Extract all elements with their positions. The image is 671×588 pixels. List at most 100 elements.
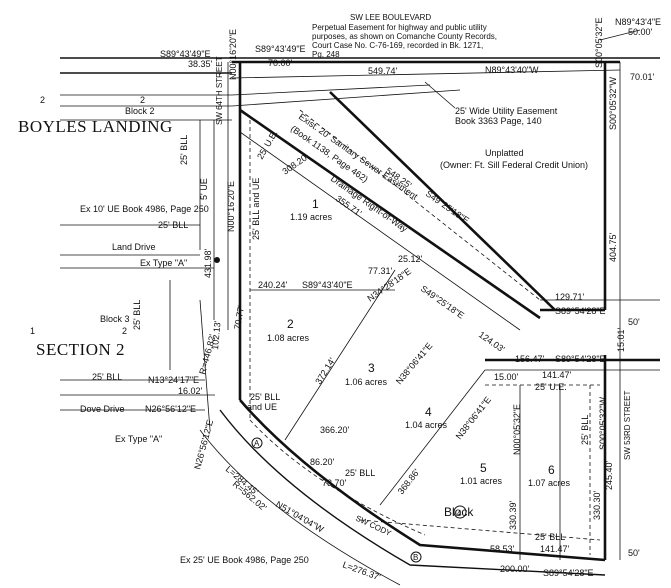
street-east: SW 53RD STREET [623, 391, 632, 460]
dist-1602: 16.02' [178, 386, 203, 396]
drainage-row-south [239, 131, 521, 331]
point-b-marker [410, 551, 422, 563]
dist-8620: 86.20' [310, 457, 335, 467]
ue-book-bottom: Ex 25' UE Book 4986, Page 250 [180, 555, 309, 565]
ue-book-4986: Ex 10' UE Book 4986, Page 250 [80, 204, 209, 214]
dist-36620: 366.20' [320, 425, 350, 435]
ue-25: 25' U.E. [255, 129, 280, 161]
corner-ne-bearing: N89°43'4"E [615, 17, 661, 27]
bearing-s00-0532-top: S00°05'32"E [594, 17, 604, 68]
point-a-label: A [254, 439, 260, 448]
bearing-n00-0532: N00°05'32"E [512, 404, 522, 455]
lot4-number: 4 [425, 405, 432, 419]
block4-number: 4 [457, 509, 462, 518]
ex-type-a-bottom: Ex Type "A" [115, 434, 162, 444]
bll-and-ue-vertical: 25' BLL and UE [251, 178, 261, 240]
dist-33039: 330.39' [508, 500, 518, 530]
land-drive: Land Drive [112, 242, 156, 252]
lot6-number: 6 [548, 463, 555, 477]
lot4-acres: 1.04 acres [405, 420, 448, 430]
bll-25-vertical: 25' BLL [179, 135, 189, 165]
dist-7370: 73.70' [322, 478, 347, 488]
lot1-acres: 1.19 acres [290, 212, 333, 222]
bearing-s89-5428-right: S89°54'28"E [555, 306, 606, 316]
dist-7000: 70.00' [268, 58, 293, 68]
bearing-s00-0532-w: S00°05'32"W [598, 396, 608, 450]
bearing-n26-5612: N26°56'12"E [145, 404, 196, 414]
point-a-marker [251, 437, 263, 449]
bearing-s89-5428b: S89°54'28"E [555, 354, 606, 364]
corner-ne-dist: 50.00' [628, 27, 653, 37]
dist-37214: 372.14' [313, 356, 337, 386]
street-top: SW LEE BOULEVARD [350, 13, 431, 22]
lot3-number: 3 [368, 361, 375, 375]
ue-25b: 25' U.E. [535, 382, 567, 392]
dist-7731: 77.31' [368, 266, 393, 276]
block3-num-b: 2 [122, 326, 127, 336]
bll-ue-and: and UE [247, 402, 277, 412]
bearing-n89-4340: N89°43'40"W [485, 65, 539, 75]
sanitary-easement: Exist. 20' Sanitary Sewer Easement [297, 111, 420, 201]
south-boundary-curve [239, 399, 606, 562]
drainage-row-north [239, 108, 541, 320]
lot5-acres: 1.01 acres [460, 476, 503, 486]
dist-54974: 549.74' [368, 66, 398, 76]
bll-25-block3: 25' BLL [132, 300, 142, 330]
lot6-acres: 1.07 acres [528, 478, 571, 488]
bearing-s89-5428-bottom: S89°54'28"E [543, 568, 594, 578]
dist-14147a: 141.47' [542, 370, 572, 380]
dist-24540: 245.40' [604, 460, 614, 490]
bll-south-lots [359, 519, 601, 541]
dove-drive: Dove Drive [80, 404, 125, 414]
bearing-s89-4349: S89°43'49"E [160, 49, 211, 59]
boyles-landing: BOYLES LANDING [18, 117, 173, 136]
bll-25-w: 25' BLL [158, 220, 188, 230]
bearing-s00-0532-right: S00°05'32"W [608, 76, 618, 130]
dist-10213: 102.13' [210, 320, 223, 350]
bearing-s49-2518: S49°25'18"E [424, 188, 471, 225]
lot1-number: 1 [312, 197, 319, 211]
bearing-n00-1620b: N00°16'20"E [226, 181, 236, 232]
bearing-s89-4349b: S89°43'49"E [255, 44, 306, 54]
utility-line-mid [231, 84, 431, 96]
lot2-acres: 1.08 acres [267, 333, 310, 343]
lot3-acres: 1.06 acres [345, 377, 388, 387]
bll-25-section2: 25' BLL [92, 372, 122, 382]
bll-curve [249, 419, 426, 536]
owner: (Owner: Ft. Sill Federal Credit Union) [440, 160, 588, 170]
bll-25-bottom: 25' BLL [535, 532, 565, 542]
dist-15647: 156.47' [515, 354, 545, 364]
street-top-note: Perpetual Easement for highway and publi… [312, 23, 487, 32]
block2-num-a: 2 [40, 95, 45, 105]
dist-50-right: 50' [628, 317, 640, 327]
dist-7077: 70.77' [232, 304, 246, 330]
block3-curve [199, 299, 211, 431]
dist-40475: 404.75' [608, 232, 618, 262]
bearing-n00-1620: N00°16'20"E [228, 29, 238, 80]
block2-num-b: 2 [140, 95, 145, 105]
point-b-label: B [413, 553, 418, 562]
dist-15001: 15.01' [616, 327, 626, 352]
unplatted: Unplatted [485, 148, 524, 158]
block3-label: Block 3 [100, 314, 130, 324]
sewer-easement-edge [329, 91, 556, 311]
bll-ue-25: 25' BLL [250, 392, 280, 402]
dist-3835: 38.35' [188, 59, 213, 69]
leader-easement [424, 81, 456, 109]
utility-book: Book 3363 Page, 140 [455, 116, 542, 126]
lot-line-2-3 [284, 269, 396, 441]
dist-43198: 431.98' [203, 248, 213, 278]
dist-14147b: 141.47' [540, 544, 570, 554]
bearing-n38-0641a: N38°06'41"E [394, 341, 434, 387]
dist-20000: 200.00' [500, 564, 530, 574]
monument-marker [214, 257, 220, 263]
bearing-s49-2518b: S49°25'18"E [419, 283, 466, 320]
bearing-n13-2417: N13°24'17"E [148, 375, 199, 385]
dist-24024: 240.24' [258, 280, 288, 290]
block3-num-a: 1 [30, 326, 35, 336]
utility-line-upper [231, 69, 621, 79]
street-top-note-2: purposes, as shown on Comanche County Re… [312, 32, 497, 41]
dist-2512: 25.12' [398, 254, 423, 264]
curve-l-27637: L=276.37' [341, 559, 382, 582]
road-edge-south [219, 409, 606, 576]
